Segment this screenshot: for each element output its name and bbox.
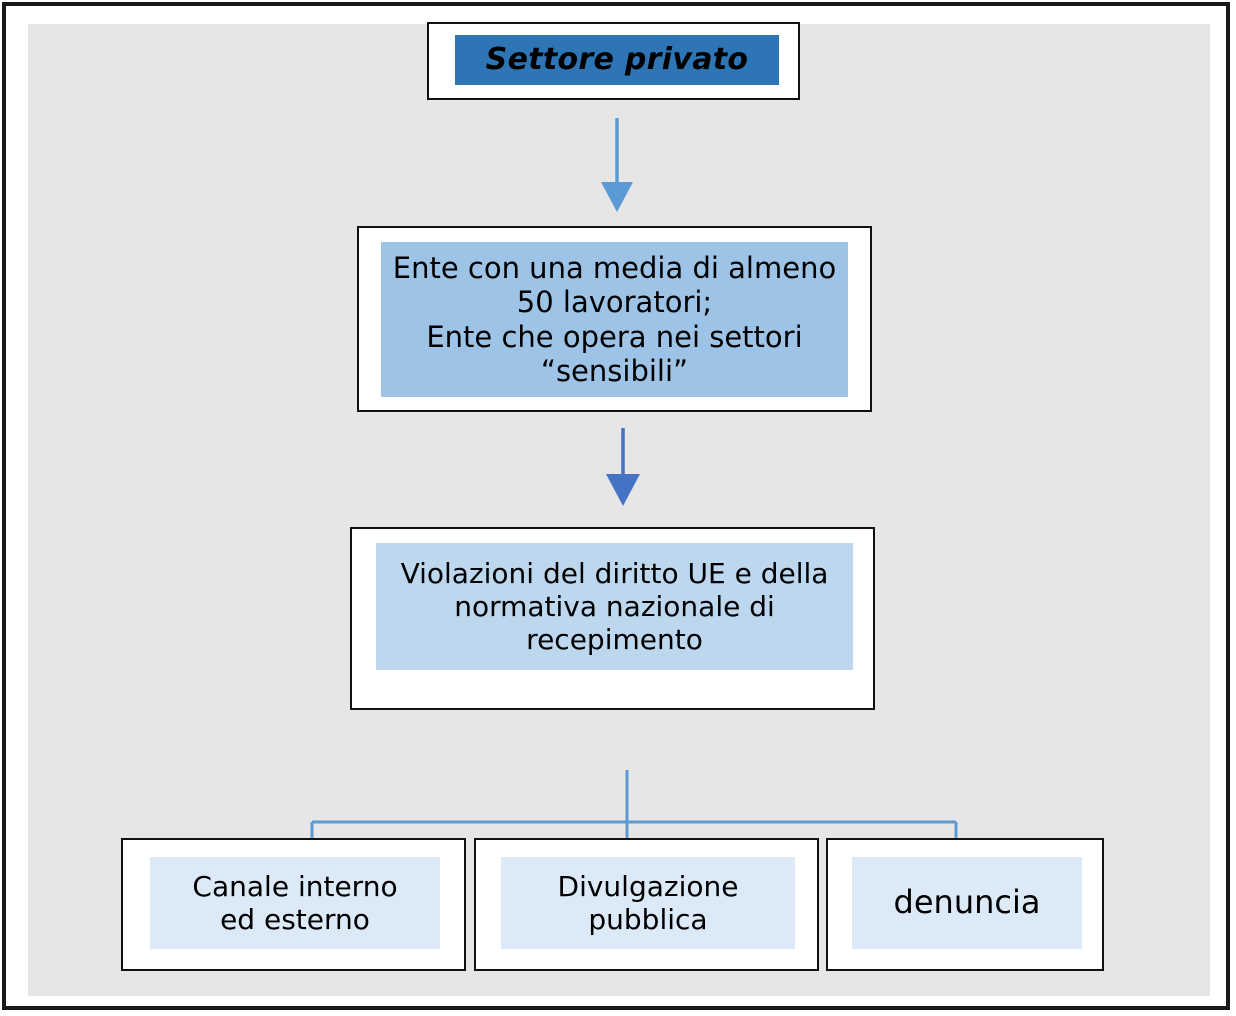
node-divulgazione-pubblica[interactable]: Divulgazione pubblica [474, 838, 819, 971]
node-ente-line-4: “sensibili” [540, 353, 689, 388]
node-violazioni-line-1: Violazioni del diritto UE e della [400, 556, 829, 590]
node-violazioni[interactable]: Violazioni del diritto UE e della normat… [350, 527, 875, 710]
node-denuncia[interactable]: denuncia [826, 838, 1104, 971]
node-ente-label: Ente con una media di almeno 50 lavorato… [381, 242, 848, 397]
node-violazioni-label: Violazioni del diritto UE e della normat… [376, 543, 853, 670]
node-denuncia-label: denuncia [852, 857, 1082, 949]
node-violazioni-line-2: normativa nazionale di [454, 589, 775, 623]
node-ente-line-2: 50 lavoratori; [516, 285, 713, 320]
node-canale-interno-ed-esterno[interactable]: Canale interno ed esterno [121, 838, 466, 971]
node-settore-privato-label: Settore privato [455, 35, 779, 85]
node-canale-line-2: ed esterno [220, 903, 370, 936]
node-canale-line-1: Canale interno [192, 869, 398, 903]
node-divulgazione-line-2: pubblica [588, 903, 708, 936]
node-ente[interactable]: Ente con una media di almeno 50 lavorato… [357, 226, 872, 412]
node-violazioni-line-3: recepimento [526, 623, 703, 657]
node-divulgazione-label: Divulgazione pubblica [501, 857, 795, 949]
node-ente-line-1: Ente con una media di almeno [392, 251, 837, 286]
node-ente-line-3: Ente che opera nei settori [426, 319, 803, 354]
node-settore-privato[interactable]: Settore privato [427, 22, 800, 100]
node-divulgazione-line-1: Divulgazione [557, 869, 739, 903]
node-canale-label: Canale interno ed esterno [150, 857, 440, 949]
